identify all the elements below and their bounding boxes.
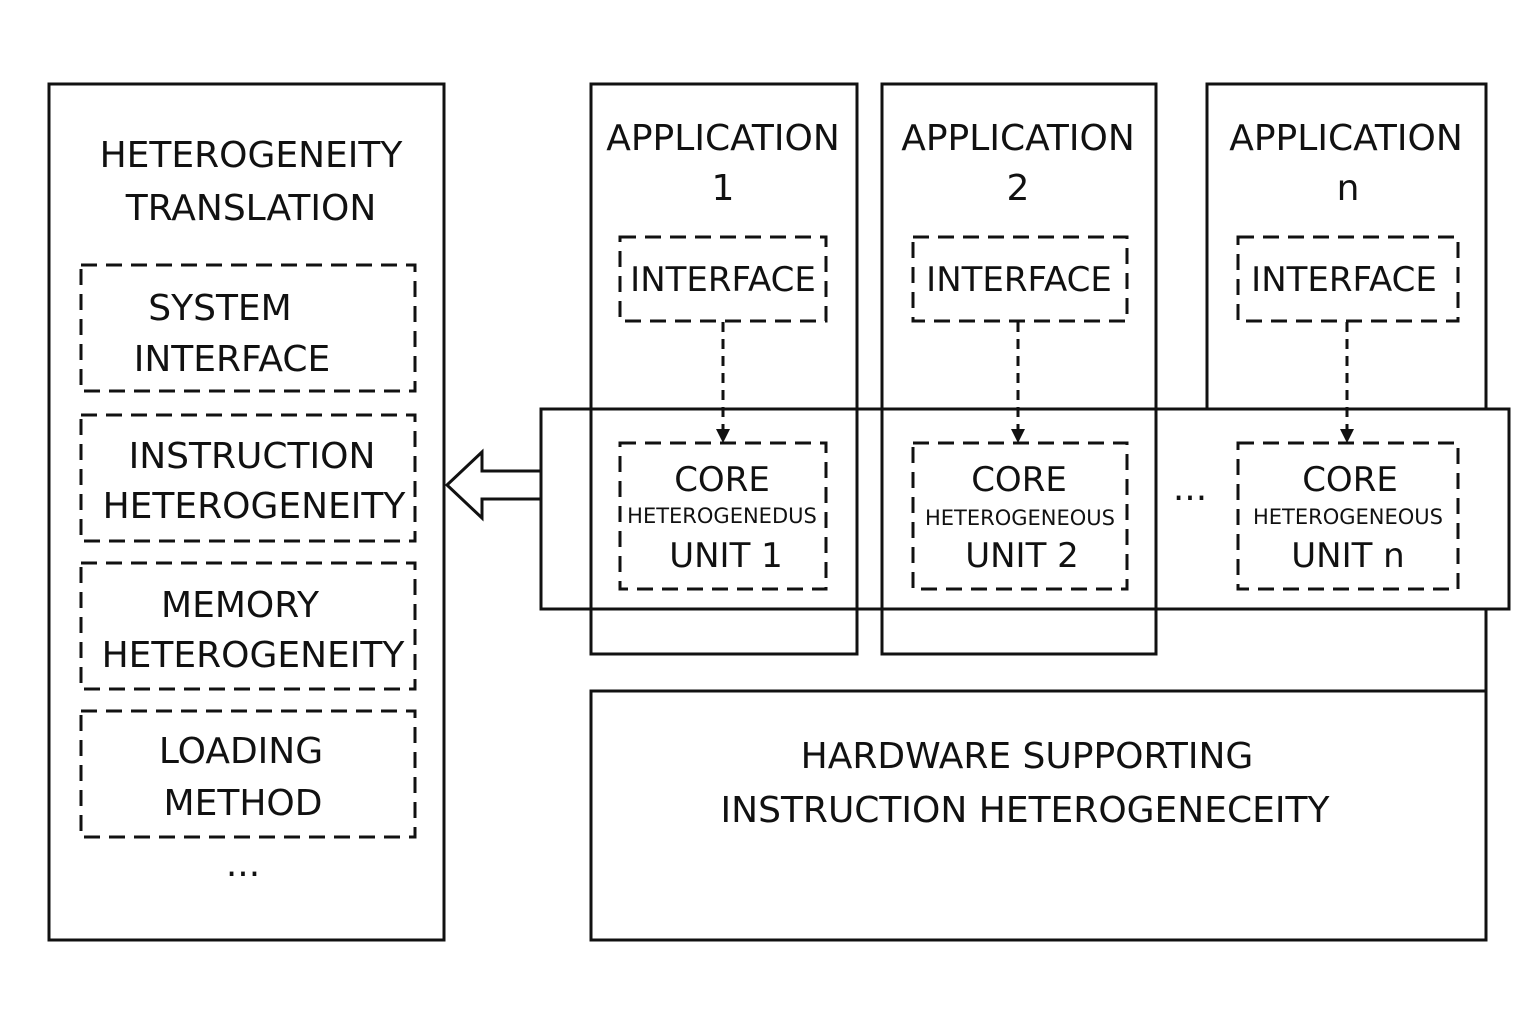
core-unit-line1: CORE (971, 460, 1067, 500)
application-column-n: APPLICATION n INTERFACE (1205, 82, 1488, 409)
core-unit-line3: UNIT 2 (965, 536, 1079, 576)
core-ellipsis: ... (1173, 468, 1207, 509)
translation-item-box (79, 413, 417, 543)
application-title-line1: APPLICATION (901, 118, 1135, 159)
core-unit-box (618, 441, 828, 591)
hardware-border (589, 689, 1488, 942)
translation-item-box (79, 709, 417, 839)
hardware-line2: INSTRUCTION HETEROGENECEITY (721, 790, 1331, 831)
translation-item-line2: METHOD (164, 783, 323, 824)
core-unit-line3: UNIT 1 (669, 536, 783, 576)
translation-item-line2: INTERFACE (134, 339, 331, 380)
core-unit-line1: CORE (674, 460, 770, 500)
hardware-box: HARDWARE SUPPORTING INSTRUCTION HETEROGE… (589, 689, 1488, 942)
core-unit-line1: CORE (1302, 460, 1398, 500)
translation-item-line1: MEMORY (161, 585, 320, 626)
application-title-line2: 2 (1007, 168, 1030, 209)
core-unit-line2: HETEROGENEOUS (1253, 505, 1443, 529)
translation-item-memory-heterogeneity: MEMORY HETEROGENEITY (79, 561, 417, 691)
translation-title-line2: TRANSLATION (125, 188, 377, 229)
core-unit-box (911, 441, 1129, 591)
interface-label: INTERFACE (926, 260, 1112, 300)
translation-item-line1: LOADING (159, 731, 323, 772)
application-title-line2: n (1337, 168, 1360, 209)
application-border (880, 82, 1158, 656)
translation-more-ellipsis: ... (226, 844, 260, 885)
core-unit-line3: UNIT n (1291, 536, 1404, 576)
translation-item-system-interface: SYSTEM INTERFACE (79, 263, 417, 393)
interface-box (618, 235, 828, 323)
application-column-1: APPLICATION 1 INTERFACE (589, 82, 859, 656)
core-unit-1: CORE HETEROGENEDUS UNIT 1 (618, 441, 828, 591)
interface-label: INTERFACE (630, 260, 816, 300)
translation-item-line2: HETEROGENEITY (103, 486, 407, 527)
core-unit-line2: HETEROGENEOUS (925, 506, 1115, 530)
hardware-line1: HARDWARE SUPPORTING (801, 736, 1254, 777)
core-unit-n: CORE HETEROGENEOUS UNIT n (1236, 441, 1460, 591)
core-unit-2: CORE HETEROGENEOUS UNIT 2 (911, 441, 1129, 591)
interface-label: INTERFACE (1251, 260, 1437, 300)
translation-item-box (79, 263, 417, 393)
translation-panel: HETEROGENEITY TRANSLATION SYSTEM INTERFA… (47, 82, 446, 942)
application-border (589, 82, 859, 656)
translation-item-box (79, 561, 417, 691)
interface-box (911, 235, 1129, 323)
translation-item-line2: HETEROGENEITY (102, 635, 406, 676)
core-band (539, 407, 1511, 611)
application-border (1205, 82, 1488, 409)
core-unit-box (1236, 441, 1460, 591)
core-unit-line2: HETEROGENEDUS (627, 504, 817, 528)
translation-title-line1: HETEROGENEITY (100, 135, 404, 176)
translation-panel-border (47, 82, 446, 942)
application-title-line1: APPLICATION (1229, 118, 1463, 159)
application-column-2: APPLICATION 2 INTERFACE (880, 82, 1158, 656)
application-title-line1: APPLICATION (606, 118, 840, 159)
translation-arrow-icon (444, 448, 541, 522)
translation-item-loading-method: LOADING METHOD (79, 709, 417, 839)
application-title-line2: 1 (712, 168, 735, 209)
translation-item-line1: INSTRUCTION (129, 436, 376, 477)
interface-box (1236, 235, 1460, 323)
translation-item-line1: SYSTEM (148, 288, 292, 329)
translation-item-instruction-heterogeneity: INSTRUCTION HETEROGENEITY (79, 413, 417, 543)
